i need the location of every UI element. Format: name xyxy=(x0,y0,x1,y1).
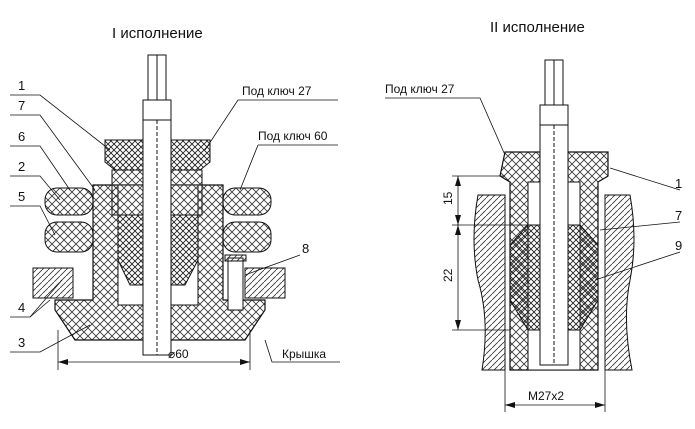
callout-3: 3 xyxy=(18,335,25,350)
callout-1-v2: 1 xyxy=(675,176,682,191)
callout-7: 7 xyxy=(18,98,25,113)
callout-7-v2: 7 xyxy=(675,208,682,223)
dim-22-label: 22 xyxy=(441,268,455,282)
variant-2-title: II исполнение xyxy=(490,19,585,36)
callout-1: 1 xyxy=(18,78,25,93)
wrench-27-label-2: Под ключ 27 xyxy=(385,82,455,96)
callout-2: 2 xyxy=(18,159,25,174)
dim-15-label: 15 xyxy=(441,191,455,205)
variant-1-drawing xyxy=(10,54,340,370)
variant-1-title: I исполнение xyxy=(112,25,203,42)
callout-8: 8 xyxy=(302,241,309,256)
cover-label: Крышка xyxy=(282,347,326,361)
callout-6: 6 xyxy=(18,129,25,144)
thread-label: M27x2 xyxy=(528,389,564,403)
callout-4: 4 xyxy=(18,300,25,315)
callout-5: 5 xyxy=(18,189,25,204)
wrench-27-label-1: Под ключ 27 xyxy=(242,84,312,98)
variant-2-drawing xyxy=(385,59,681,412)
diameter-label: ⌀60 xyxy=(168,347,189,361)
wrench-60-label: Под ключ 60 xyxy=(258,129,328,143)
callout-9-v2: 9 xyxy=(675,238,682,253)
